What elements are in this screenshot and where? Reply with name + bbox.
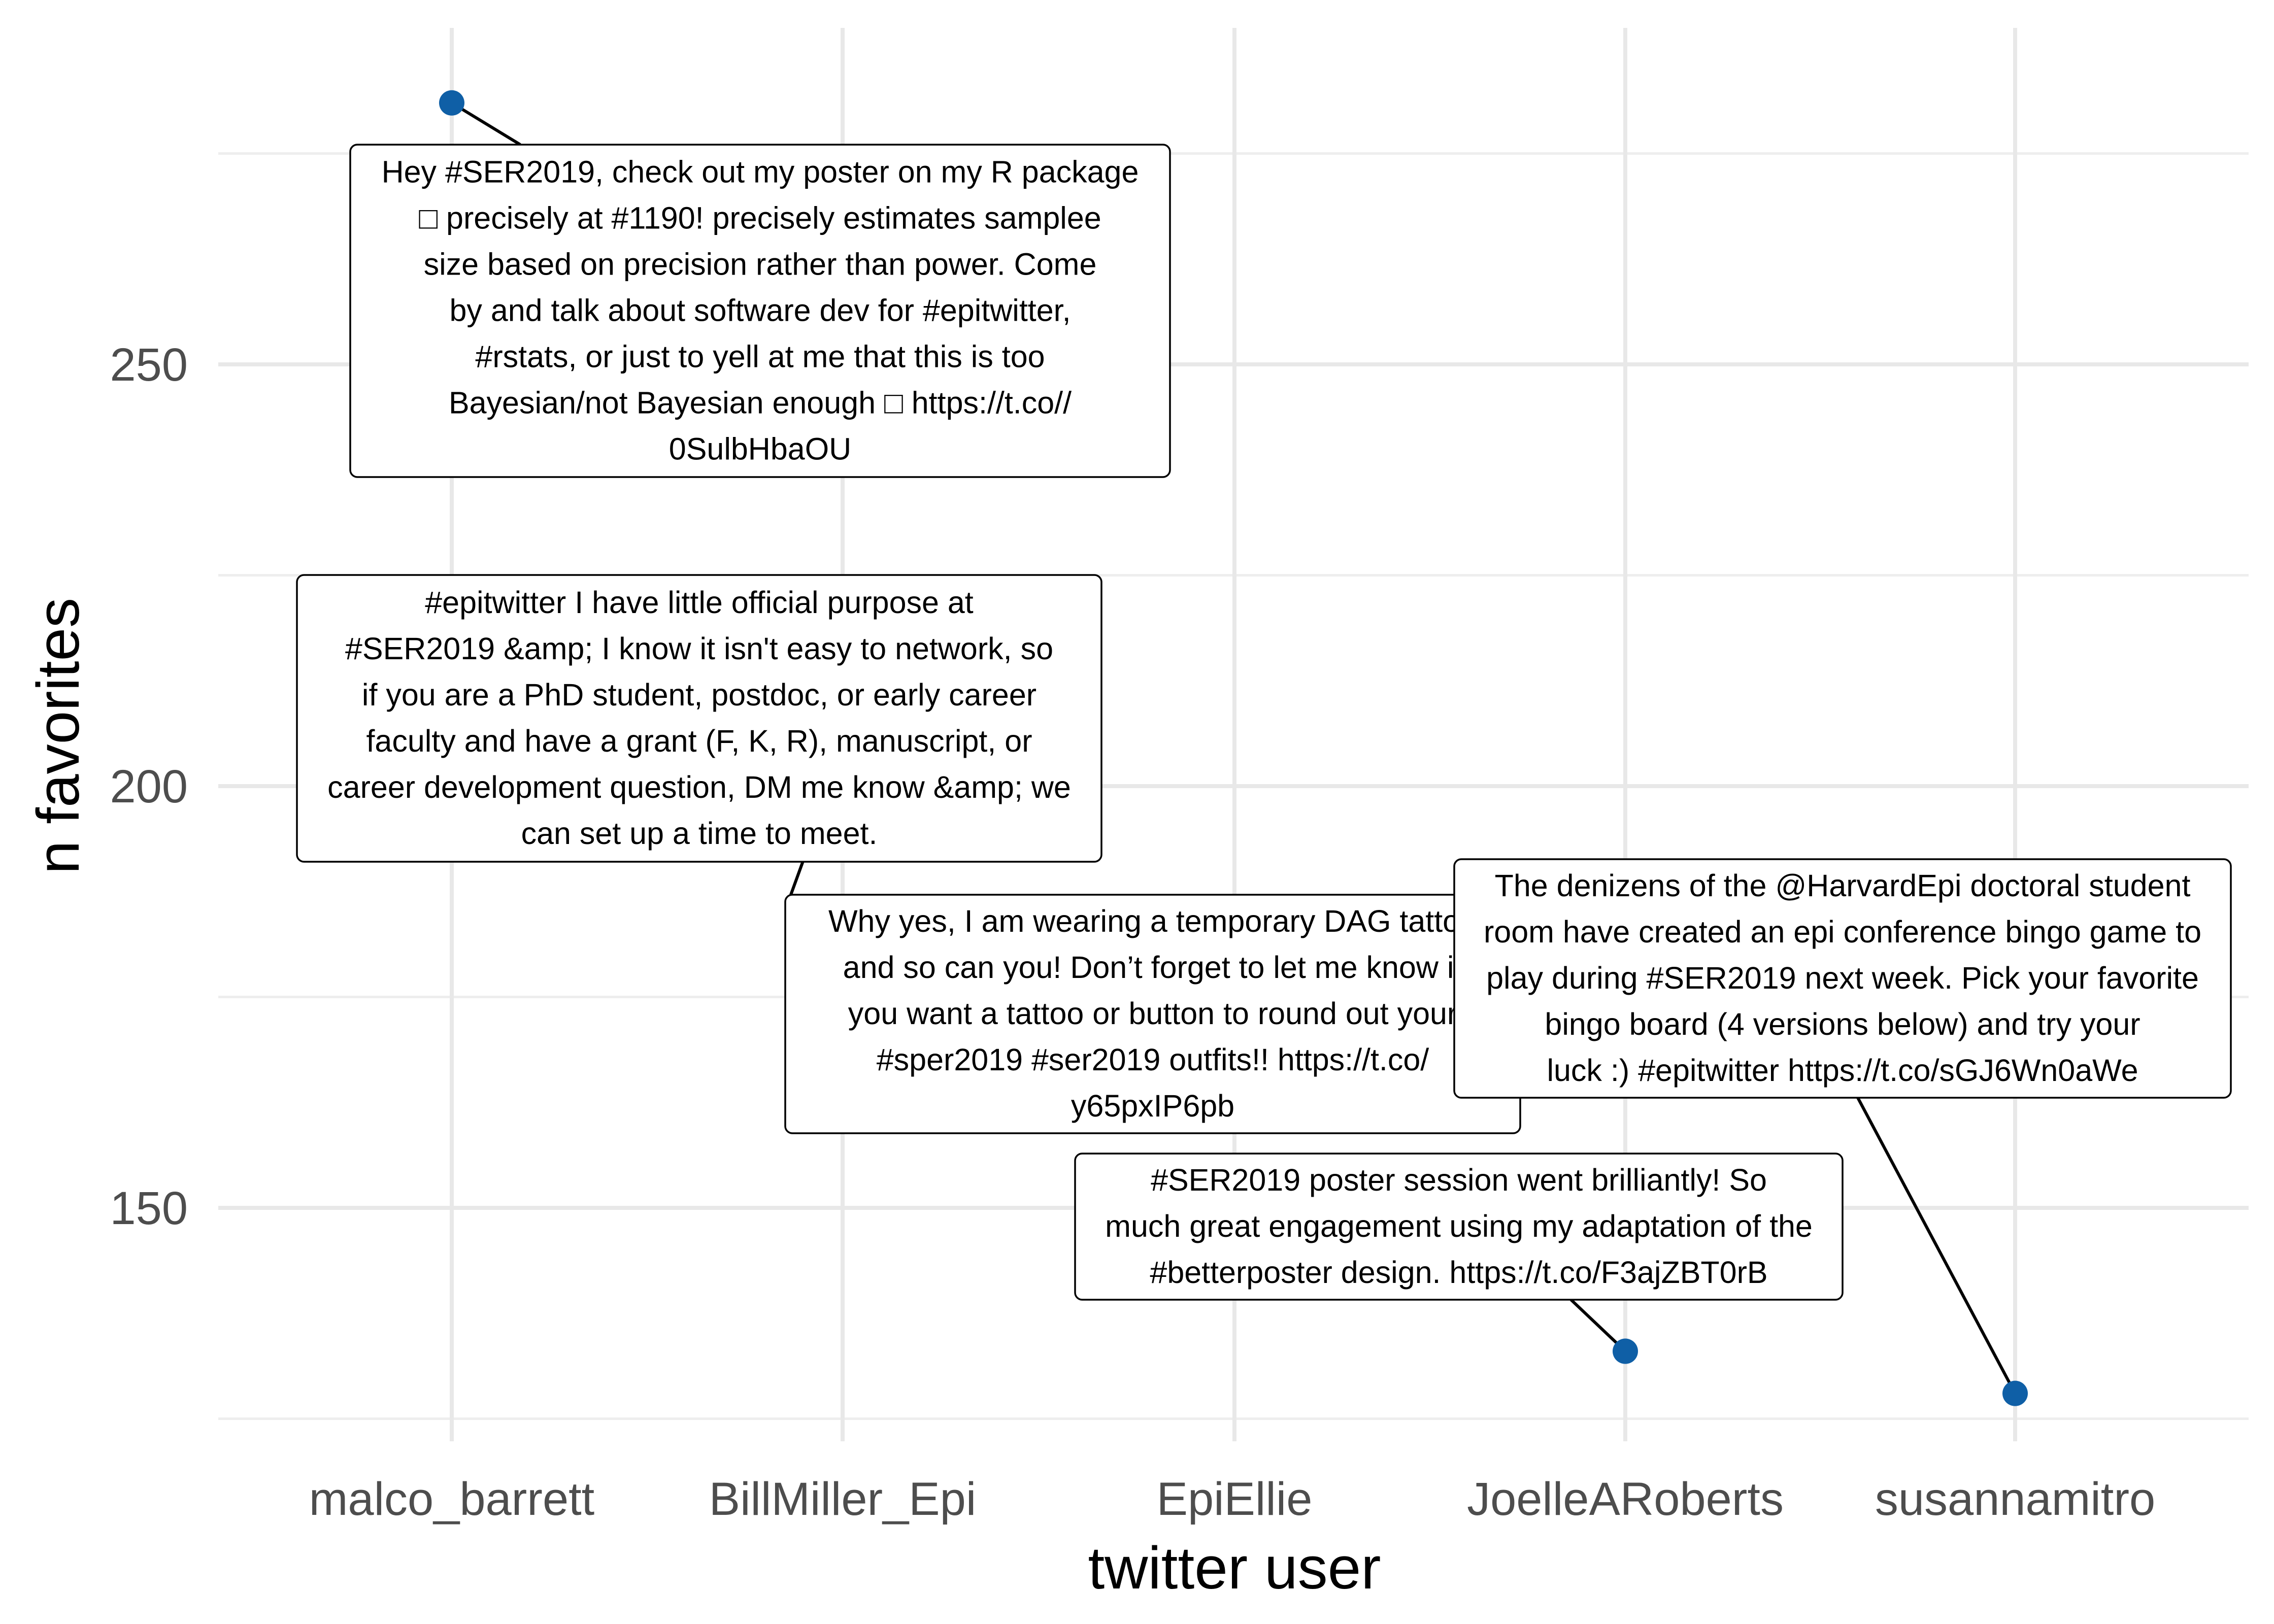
x-tick-label: susannamitro	[1875, 1473, 2155, 1525]
label-text: #SER2019 poster session went brilliantly…	[1105, 1163, 1813, 1290]
point-label: #SER2019 poster session went brilliantly…	[1074, 1153, 1844, 1301]
data-point	[2002, 1380, 2028, 1406]
x-tick-label: BillMiller_Epi	[709, 1473, 977, 1525]
y-axis-title: n favorites	[25, 598, 92, 874]
y-tick-label: 200	[110, 761, 188, 813]
label-leader-line	[451, 101, 521, 146]
point-label: The denizens of the @HarvardEpi doctoral…	[1453, 858, 2232, 1099]
x-tick-label: JoelleARoberts	[1467, 1473, 1784, 1525]
point-labels: Hey #SER2019, check out my poster on my …	[296, 144, 2232, 1301]
label-text: Hey #SER2019, check out my poster on my …	[382, 155, 1139, 466]
y-tick-label: 150	[110, 1182, 188, 1234]
x-axis-ticks: malco_barrett BillMiller_Epi EpiEllie Joell…	[309, 1473, 2155, 1525]
x-tick-label: EpiEllie	[1157, 1473, 1313, 1525]
label-box	[1074, 1153, 1844, 1301]
data-point	[439, 90, 464, 116]
y-axis-ticks: 150 200 250	[110, 339, 188, 1234]
point-label: Why yes, I am wearing a temporary DAG ta…	[784, 894, 1521, 1134]
data-point	[1613, 1338, 1638, 1364]
y-tick-label: 250	[110, 339, 188, 391]
label-text: #epitwitter I have little official purpo…	[327, 585, 1071, 851]
label-leader-line	[1856, 1097, 2017, 1395]
label-text: The denizens of the @HarvardEpi doctoral…	[1484, 868, 2201, 1088]
label-box	[349, 144, 1171, 478]
x-axis-title: twitter user	[1088, 1535, 1381, 1602]
x-tick-label: malco_barrett	[309, 1473, 594, 1525]
point-label: #epitwitter I have little official purpo…	[296, 574, 1102, 863]
label-box	[1453, 858, 2232, 1099]
label-box	[296, 574, 1102, 863]
point-label: Hey #SER2019, check out my poster on my …	[349, 144, 1171, 478]
label-text: Why yes, I am wearing a temporary DAG ta…	[828, 904, 1477, 1123]
